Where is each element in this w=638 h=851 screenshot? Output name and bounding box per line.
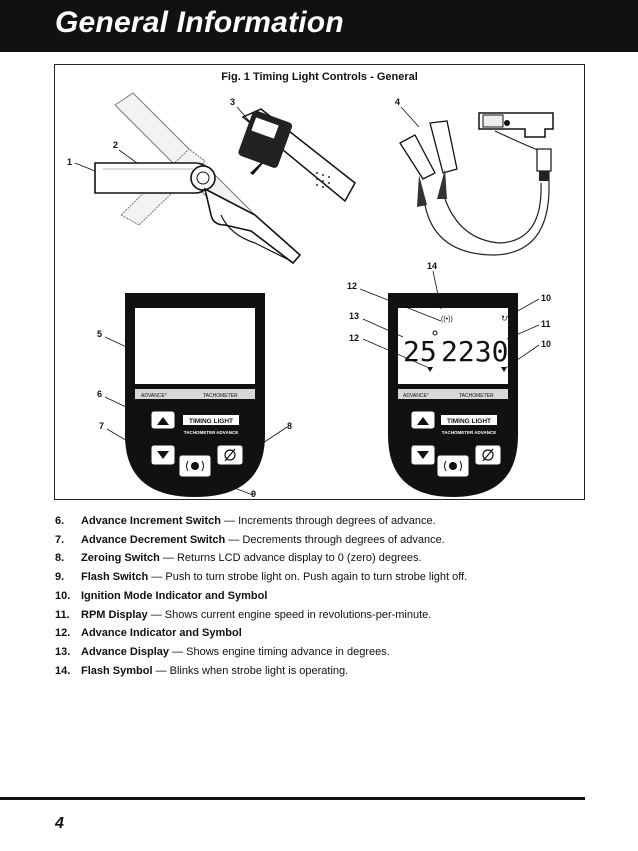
callout-11: 11 (541, 319, 551, 329)
list-item: 10. Ignition Mode Indicator and Symbol (55, 587, 595, 606)
callout-1: 1 (67, 157, 72, 167)
callout-8: 8 (287, 421, 292, 431)
figure-caption: Fig. 1 Timing Light Controls - General (221, 71, 418, 83)
list-item: 14. Flash Symbol — Blinks when strobe lig… (55, 662, 595, 681)
callouts: 1 2 3 4 5 6 7 8 9 14 12 13 12 10 11 10 (67, 97, 551, 498)
callout-12-lower: 12 (349, 333, 359, 343)
item-number: 14. (55, 664, 71, 677)
item-term: RPM Display (81, 608, 148, 621)
item-desc: — Shows engine timing advance in degrees… (169, 645, 390, 658)
item-desc: — Returns LCD advance display to 0 (zero… (159, 552, 422, 565)
callout-9: 9 (251, 489, 256, 498)
advance-display: 25 (403, 335, 437, 368)
callout-3: 3 (230, 97, 235, 107)
callout-5: 5 (97, 329, 102, 339)
page-header: General Information (0, 0, 638, 52)
item-term: Advance Increment Switch (81, 515, 221, 527)
item-number: 13. (55, 645, 71, 658)
page-number: 4 (55, 815, 64, 832)
list-item: 8. Zeroing Switch — Returns LCD advance d… (55, 549, 595, 568)
callout-2: 2 (113, 140, 118, 150)
figure-illustration: ADVANCE° TACHOMETER TIMING LIGHT TACHOME… (67, 92, 554, 498)
lcd-screen-active (398, 308, 508, 384)
callout-12-upper: 12 (347, 281, 357, 291)
item-term: Advance Indicator and Symbol (81, 627, 242, 640)
legend-list: 6. Advance Increment Switch — Increments … (55, 512, 595, 680)
tachometer-label: TACHOMETER (203, 393, 238, 399)
item-number: 10. (55, 589, 71, 602)
clamp-cable-illustration (399, 112, 554, 256)
item-term: Zeroing Switch (81, 552, 160, 565)
control-panel-active: 25 2230 ((•)) ↻ ADVANCE° TACHOMETER TIMI… (388, 293, 518, 497)
item-number: 7. (55, 533, 65, 546)
advance-label: ADVANCE° (141, 393, 167, 399)
callout-6: 6 (97, 389, 102, 399)
display-module-illustration (238, 108, 356, 203)
advance-indicator-icon (427, 367, 433, 372)
rpm-display: 2230 (441, 335, 508, 368)
advance-label: ADVANCE° (403, 393, 429, 399)
flash-symbol-icon: ((•)) (441, 316, 453, 323)
callout-13: 13 (349, 311, 359, 321)
ignition-mode-icon: ↻ (501, 314, 508, 323)
list-item: 6. Advance Increment Switch — Increments … (55, 512, 595, 531)
list-item: 13. Advance Display — Shows engine timing… (55, 643, 595, 662)
callout-4: 4 (395, 97, 400, 107)
tach-adv-label: TACHOMETER ADVANCE (442, 430, 496, 435)
item-number: 12. (55, 627, 71, 640)
item-number: 11. (55, 608, 70, 621)
item-desc: — Push to turn strobe light on. Push aga… (148, 571, 468, 584)
leader-lines (74, 106, 540, 496)
callout-10-upper: 10 (541, 293, 551, 303)
ignition-indicator-icon (501, 367, 507, 372)
item-number: 6. (55, 515, 65, 527)
item-desc: — Increments through degrees of advance. (221, 515, 436, 527)
lcd-screen-blank (135, 308, 255, 384)
item-term: Advance Display (81, 645, 170, 658)
timing-light-label: TIMING LIGHT (189, 418, 233, 425)
callout-10-lower: 10 (541, 339, 551, 349)
list-item: 9. Flash Switch — Push to turn strobe lig… (55, 568, 595, 587)
item-term: Advance Decrement Switch (81, 533, 226, 546)
list-item: 12. Advance Indicator and Symbol (55, 624, 595, 643)
tach-adv-label: TACHOMETER ADVANCE (184, 430, 238, 435)
item-term: Ignition Mode Indicator and Symbol (81, 589, 268, 602)
callout-14: 14 (427, 261, 437, 271)
item-term: Flash Symbol (81, 664, 153, 677)
list-item: 7. Advance Decrement Switch — Decrements … (55, 531, 595, 550)
callout-7: 7 (99, 421, 104, 431)
item-number: 8. (55, 552, 65, 565)
timing-light-gun-illustration (94, 92, 302, 265)
item-desc: — Shows current engine speed in revoluti… (147, 608, 432, 621)
page-title: General Information (55, 6, 344, 39)
footer-rule (0, 797, 585, 800)
control-panel-blank: ADVANCE° TACHOMETER TIMING LIGHT TACHOME… (125, 293, 265, 497)
figure-box: Fig. 1 Timing Light Controls - General (54, 64, 585, 500)
timing-light-label: TIMING LIGHT (447, 418, 491, 425)
list-item: 11. RPM Display — Shows current engine sp… (55, 606, 595, 625)
tachometer-label: TACHOMETER (459, 393, 494, 399)
item-number: 9. (55, 571, 65, 584)
item-term: Flash Switch (81, 571, 149, 584)
item-desc: — Decrements through degrees of advance. (225, 533, 445, 546)
item-desc: — Blinks when strobe light is operating. (152, 664, 349, 677)
